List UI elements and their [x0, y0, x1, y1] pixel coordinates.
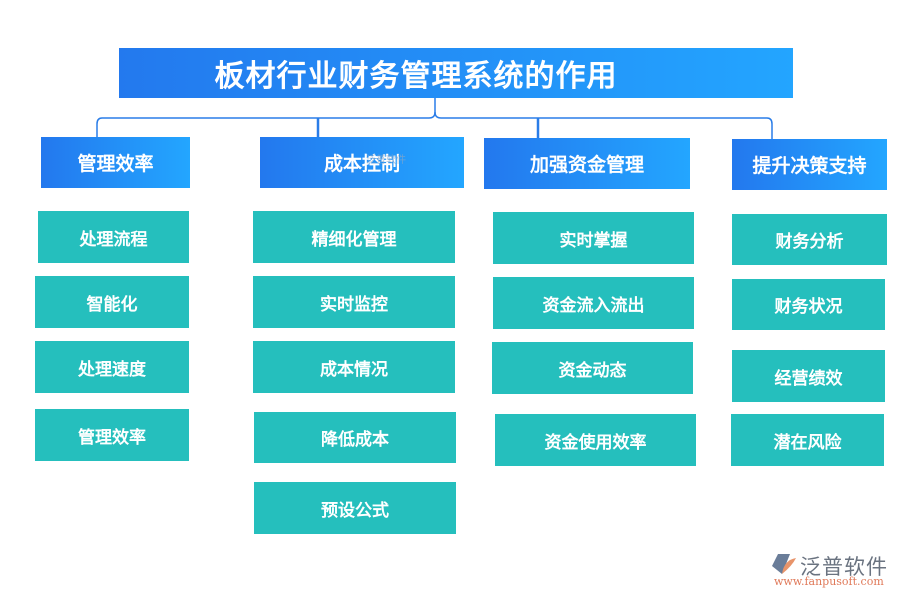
item-box: 实时掌握	[493, 212, 694, 264]
category-header-management-efficiency: 管理效率	[41, 137, 190, 188]
header-label: 成本控制	[323, 153, 400, 175]
item-box: 潜在风险	[731, 414, 884, 466]
item-box: 财务分析	[732, 214, 887, 265]
category-header-cost-control: 成本控制 泛普软件	[260, 137, 464, 188]
item-box: 智能化	[35, 276, 189, 328]
fanpu-logo-icon	[772, 554, 796, 574]
item-box: 处理流程	[38, 211, 189, 263]
item-box: 财务状况	[732, 279, 885, 330]
item-box: 资金动态	[492, 342, 693, 394]
logo-url: www.fanpusoft.com	[774, 575, 884, 588]
watermark-text: 泛普软件	[366, 155, 406, 166]
title-text: 板材行业财务管理系统的作用	[214, 59, 618, 94]
item-box: 处理速度	[35, 341, 189, 393]
item-box: 成本情况	[253, 341, 455, 393]
category-header-fund-management: 加强资金管理	[484, 138, 690, 189]
diagram-title: 板材行业财务管理系统的作用	[119, 48, 793, 98]
item-box: 资金流入流出	[493, 277, 694, 329]
brand-logo: 泛普软件 www.fanpusoft.com	[768, 551, 898, 591]
item-box: 经营绩效	[732, 350, 885, 402]
item-box: 降低成本	[254, 412, 456, 463]
item-box: 精细化管理	[253, 211, 455, 263]
item-box: 实时监控	[253, 276, 455, 328]
item-box: 资金使用效率	[495, 414, 696, 466]
category-header-decision-support: 提升决策支持	[732, 139, 887, 190]
item-box: 管理效率	[35, 409, 189, 461]
logo-name: 泛普软件	[800, 555, 888, 579]
item-box: 预设公式	[254, 482, 456, 534]
